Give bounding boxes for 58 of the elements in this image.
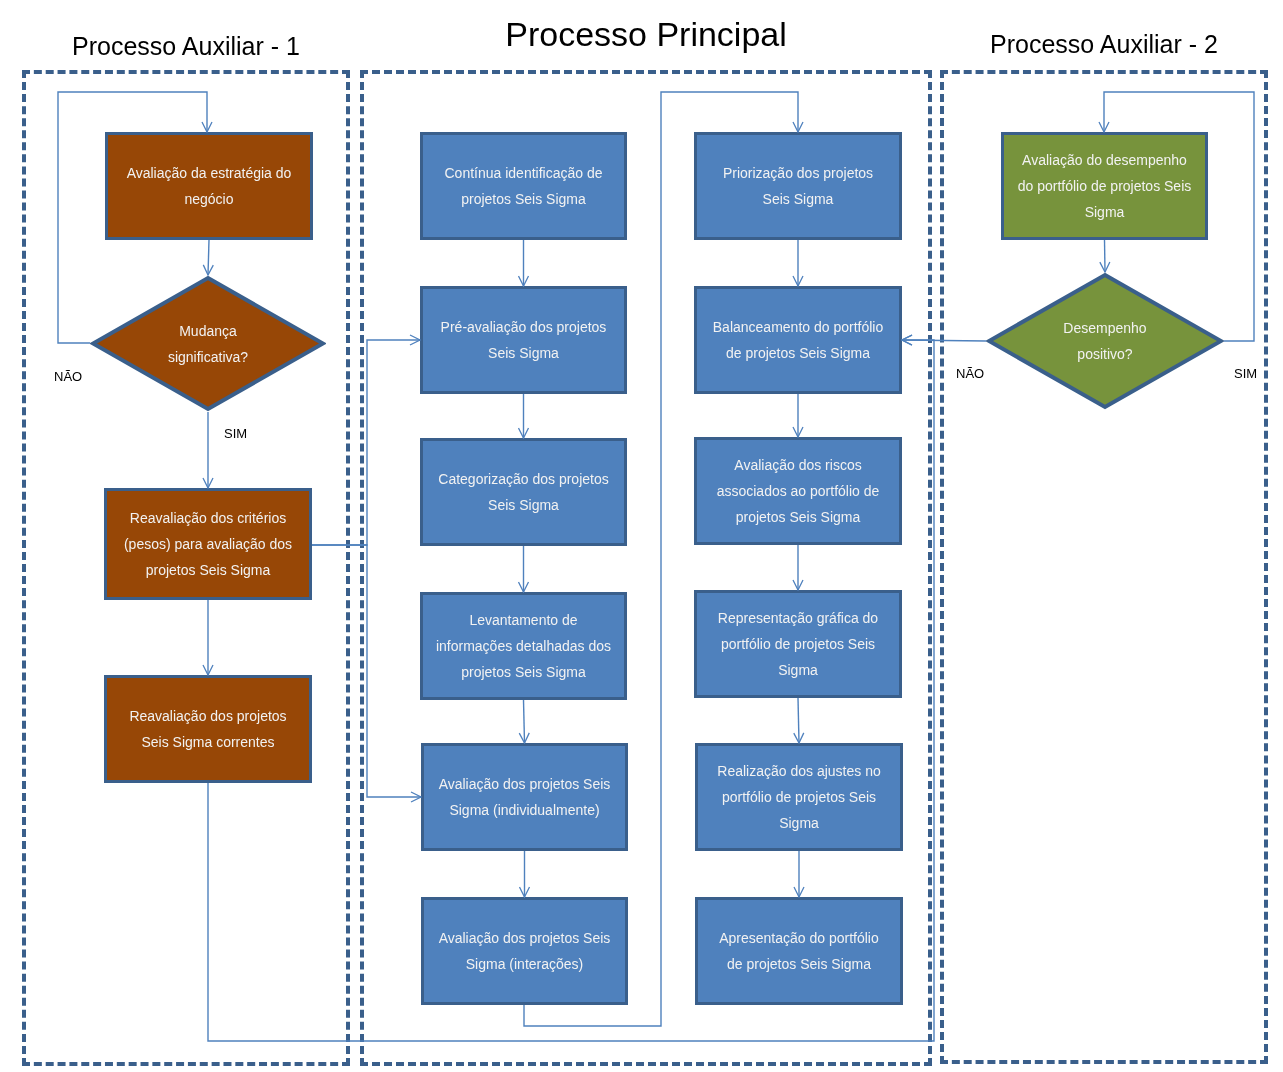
connector-arrow bbox=[901, 334, 987, 346]
connector-arrow bbox=[202, 599, 214, 676]
decision-diamond bbox=[986, 272, 1224, 410]
box-text: Apresentação do portfólio de projetos Seis Sigma bbox=[718, 929, 880, 974]
box-text: Avaliação do desempenho do portfólio de projetos Seis Sigma bbox=[1016, 151, 1193, 222]
connector-arrow bbox=[1099, 239, 1111, 273]
box-text: Avaliação dos projetos Seis Sigma (individualmente) bbox=[437, 775, 612, 820]
process-box bbox=[421, 743, 628, 851]
process-box bbox=[1001, 132, 1208, 240]
connector-arrow bbox=[523, 91, 804, 1027]
box-text: Avaliação da estratégia do negócio bbox=[125, 164, 293, 209]
process-box bbox=[694, 437, 902, 545]
process-box bbox=[695, 897, 903, 1005]
lane-title: Processo Principal bbox=[505, 13, 787, 55]
box-text: Realização dos ajustes no portfólio de projetos Seis Sigma bbox=[716, 762, 882, 833]
box-text: Avaliação dos riscos associados ao portfólio de projetos Seis Sigma bbox=[715, 456, 881, 527]
box-text: Categorização dos projetos Seis Sigma bbox=[437, 470, 610, 515]
connector-arrow bbox=[793, 697, 805, 744]
box-text: Representação gráfica do portfólio de projetos Seis Sigma bbox=[716, 609, 880, 680]
connector-arrow bbox=[792, 393, 804, 438]
diamond-label: Mudança significativa? bbox=[166, 321, 250, 367]
connector-arrow bbox=[517, 545, 530, 593]
box-text: Levantamento de informações detalhadas dos projetos Seis Sigma bbox=[435, 611, 612, 682]
process-box bbox=[104, 675, 312, 783]
lane-title: Processo Auxiliar - 2 bbox=[990, 29, 1218, 61]
box-text: Avaliação dos projetos Seis Sigma (interações) bbox=[437, 929, 612, 974]
process-box bbox=[104, 488, 312, 600]
process-box bbox=[420, 438, 627, 546]
connector-arrow bbox=[792, 239, 804, 287]
connector-arrow bbox=[517, 393, 530, 439]
process-box bbox=[420, 132, 627, 240]
connector-arrow bbox=[1098, 91, 1255, 342]
process-box bbox=[694, 132, 902, 240]
connector-arrow bbox=[793, 850, 805, 898]
box-text: Reavaliação dos critérios (pesos) para avaliação dos projetos Seis Sigma bbox=[122, 509, 294, 580]
process-box bbox=[694, 590, 902, 698]
process-box bbox=[694, 286, 902, 394]
connector-arrow bbox=[202, 239, 214, 276]
process-box bbox=[420, 286, 627, 394]
box-text: Reavaliação dos projetos Seis Sigma correntes bbox=[128, 707, 288, 752]
connector-arrow bbox=[57, 91, 213, 344]
connector-arrow bbox=[792, 544, 804, 591]
box-text: Pré-avaliação dos projetos Seis Sigma bbox=[439, 318, 608, 363]
process-box bbox=[695, 743, 903, 851]
connector-arrow bbox=[518, 699, 530, 744]
process-box bbox=[420, 592, 627, 700]
process-box bbox=[421, 897, 628, 1005]
decision-diamond bbox=[90, 275, 326, 412]
box-text: Priorização dos projetos Seis Sigma bbox=[721, 164, 875, 209]
lane-title: Processo Auxiliar - 1 bbox=[72, 31, 300, 63]
connector-arrow bbox=[311, 544, 422, 803]
box-text: Contínua identificação de projetos Seis Sigma bbox=[443, 164, 604, 209]
box-text: Balanceamento do portfólio de projetos Seis Sigma bbox=[711, 318, 885, 363]
connector-arrow bbox=[202, 411, 214, 489]
diamond-label: Desempenho positivo? bbox=[1062, 319, 1148, 364]
process-box bbox=[105, 132, 313, 240]
connector-arrow bbox=[518, 850, 531, 898]
connector-arrow bbox=[517, 239, 530, 287]
